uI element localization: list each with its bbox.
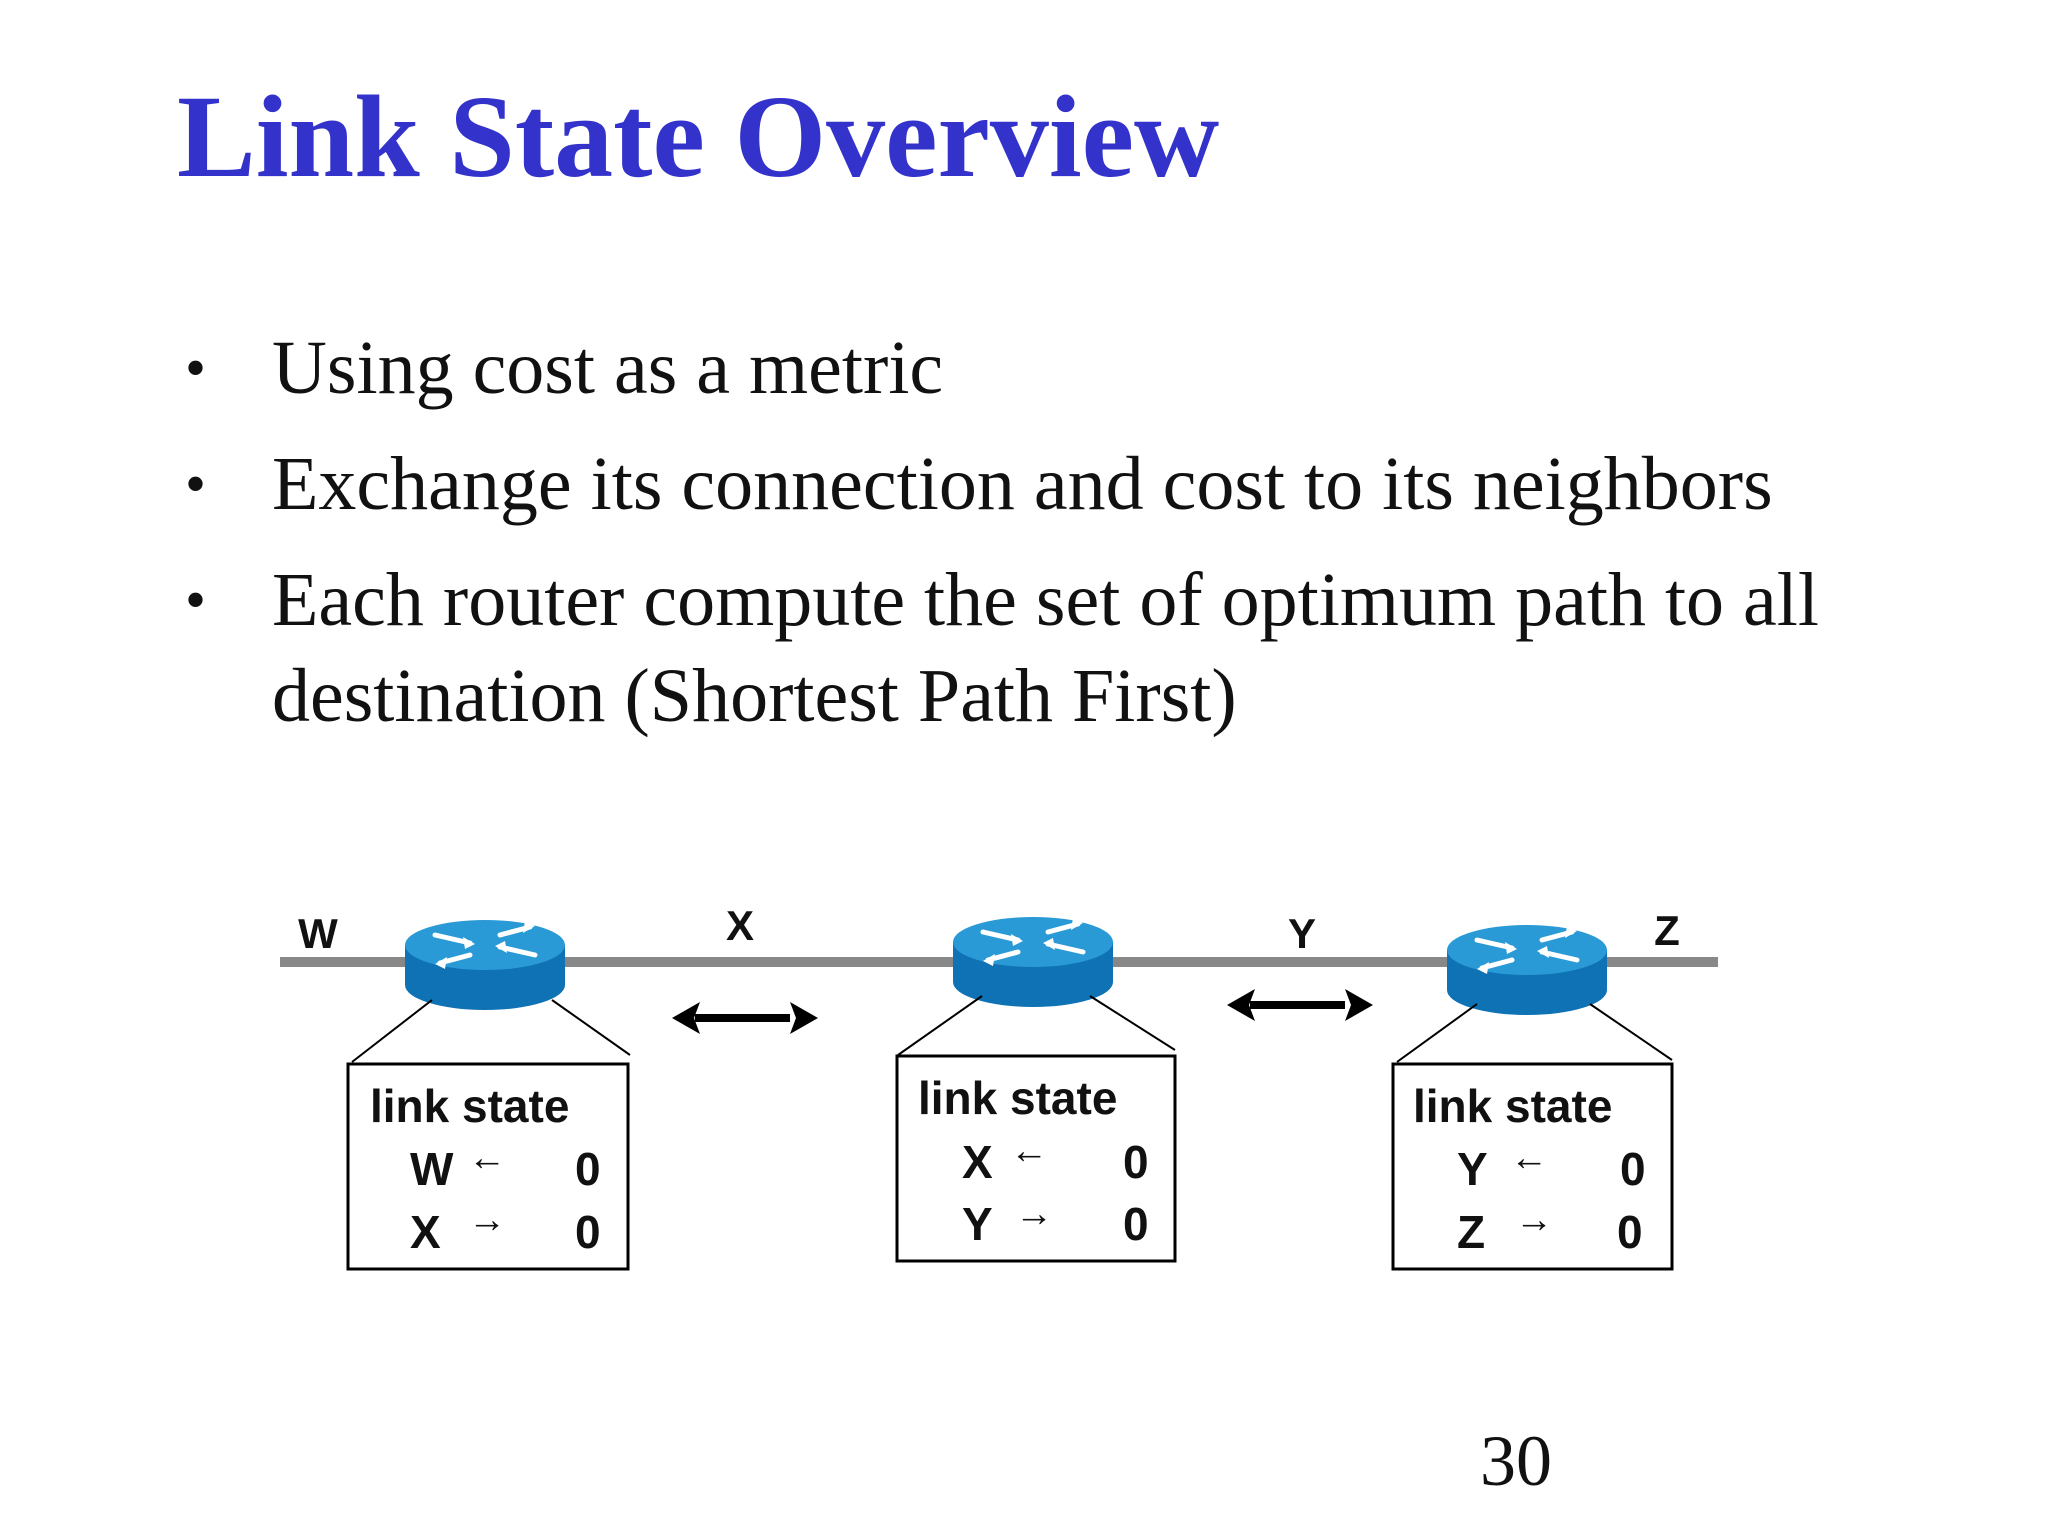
router-icon xyxy=(405,920,565,1010)
network-label-x: X xyxy=(726,902,754,949)
bullet-icon: • xyxy=(185,451,207,517)
left-arrow-icon: ← xyxy=(1010,1130,1048,1172)
table-cost: 0 xyxy=(1123,1198,1149,1250)
table-net: Y xyxy=(1457,1143,1488,1195)
table-net: W xyxy=(410,1143,454,1195)
table-net: Y xyxy=(962,1198,993,1250)
bullet-item: • Using cost as a metric xyxy=(185,320,2005,416)
router-icon xyxy=(953,917,1113,1007)
slide-title: Link State Overview xyxy=(177,71,1220,202)
right-arrow-icon: → xyxy=(1015,1193,1053,1235)
right-arrow-icon: → xyxy=(468,1199,506,1241)
table-title: link state xyxy=(1413,1080,1612,1132)
link-state-table-1: link state W ← 0 X → 0 xyxy=(346,999,631,1271)
left-arrow-icon: ← xyxy=(1510,1137,1548,1179)
bullet-item: • Each router compute the set of optimum … xyxy=(185,552,2005,744)
table-cost: 0 xyxy=(1617,1206,1643,1258)
bullet-icon: • xyxy=(185,335,207,401)
table-net: X xyxy=(410,1206,441,1258)
link-state-table-2: link state X ← 0 Y → 0 xyxy=(895,995,1177,1263)
table-cost: 0 xyxy=(1123,1136,1149,1188)
network-label-z: Z xyxy=(1654,907,1680,954)
exchange-arrow-icon xyxy=(672,1002,818,1034)
table-net: X xyxy=(962,1136,993,1188)
exchange-arrow-icon xyxy=(1227,989,1373,1021)
page-number: 30 xyxy=(1480,1421,1552,1501)
network-label-w: W xyxy=(298,910,338,957)
right-arrow-icon: → xyxy=(1515,1199,1553,1241)
table-cost: 0 xyxy=(575,1143,601,1195)
table-cost: 0 xyxy=(575,1206,601,1258)
table-title: link state xyxy=(370,1080,569,1132)
bullet-list: • Using cost as a metric • Exchange its co… xyxy=(185,320,2005,764)
table-title: link state xyxy=(918,1072,1117,1124)
bullet-text: Using cost as a metric xyxy=(272,326,944,410)
link-state-table-3: link state Y ← 0 Z → 0 xyxy=(1391,1003,1674,1271)
network-label-y: Y xyxy=(1288,910,1316,957)
bullet-text: Each router compute the set of optimum p… xyxy=(272,558,1820,738)
bullet-icon: • xyxy=(185,567,207,633)
router-icon xyxy=(1447,925,1607,1015)
bullet-text: Exchange its connection and cost to its … xyxy=(272,442,1773,526)
left-arrow-icon: ← xyxy=(468,1137,506,1179)
table-cost: 0 xyxy=(1620,1143,1646,1195)
bullet-item: • Exchange its connection and cost to its… xyxy=(185,436,2005,532)
table-net: Z xyxy=(1457,1206,1485,1258)
